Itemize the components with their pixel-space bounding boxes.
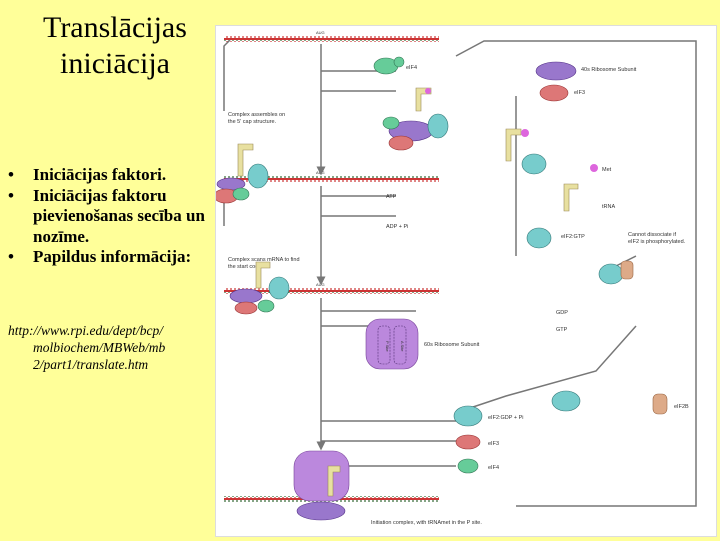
scan-label-1: Complex scans mRNA to find xyxy=(228,257,300,263)
met-icon xyxy=(590,164,598,172)
gdp-label: GDP xyxy=(556,310,568,316)
bullet-dot: • xyxy=(8,185,14,205)
released-eif3 xyxy=(455,434,481,450)
eif2-gtp-factor xyxy=(526,227,552,249)
cannot-label-1: Cannot dissociate if xyxy=(628,232,676,238)
released-eif2 xyxy=(453,390,581,427)
trna-met-complex xyxy=(505,128,547,175)
link-line-3[interactable]: 2/part1/translate.htm xyxy=(33,357,149,372)
bullet-dot: • xyxy=(8,165,14,184)
bullet-item: • Papildus informācija: xyxy=(8,247,208,268)
a-site-label: A Site xyxy=(400,341,405,352)
ribosome-40s xyxy=(535,61,577,81)
trna-icon xyxy=(563,183,579,212)
link-line-1[interactable]: http://www.rpi.edu/dept/bcp/ xyxy=(8,323,163,338)
translation-initiation-diagram: AUG AUG AUG AUG xyxy=(213,25,717,537)
bullet-item: • Iniciācijas faktoru pievienošanas secīb… xyxy=(8,186,208,248)
p-site-label: P Site xyxy=(385,341,390,352)
eif2-eif2b-pair xyxy=(598,260,634,285)
bullet-text: Iniciācijas faktori. xyxy=(33,165,167,184)
mrna-strand-1: AUG xyxy=(224,30,439,42)
ribo40-label: 40s Ribosome Subunit xyxy=(581,67,637,73)
scanning-complex xyxy=(229,261,290,315)
met-label: Met xyxy=(602,167,612,173)
ribosome-60s xyxy=(365,318,419,370)
gtp-label: GTP xyxy=(556,327,568,333)
assembled-complex-2 xyxy=(213,143,269,204)
bullet-list: • Iniciācijas faktori. • Iniciācijas fakto… xyxy=(8,165,208,268)
diagram-svg: AUG AUG AUG AUG xyxy=(213,30,697,526)
eif2gtp-label: eIF2:GTP xyxy=(561,234,585,240)
eif2b-factor xyxy=(652,393,668,415)
ribo60-label: 60s Ribosome Subunit xyxy=(424,342,480,348)
bullet-dot: • xyxy=(8,247,14,266)
source-link[interactable]: http://www.rpi.edu/dept/bcp/ molbiochem/… xyxy=(8,322,208,373)
complex-cap-label-2: the 5' cap structure. xyxy=(228,119,277,125)
aug-label: AUG xyxy=(316,282,325,287)
eif3-label: eIF3 xyxy=(574,90,585,96)
released-eif4 xyxy=(457,458,479,474)
eif4b-label: eIF4 xyxy=(488,465,499,471)
eif4-label: eIF4 xyxy=(406,65,417,71)
eif2b-label: eIF2B xyxy=(674,404,689,410)
adp-label: ADP + Pi xyxy=(386,224,408,230)
initiation-complex xyxy=(293,450,350,521)
scan-label-2: the start codon. xyxy=(228,264,266,270)
complex-cap-label-1: Complex assembles on xyxy=(228,112,285,118)
assembled-complex-1 xyxy=(382,87,449,151)
eif3-factor xyxy=(539,84,569,102)
aug-label: AUG xyxy=(316,30,325,35)
eif4-factor xyxy=(373,56,405,75)
title-line-1: Translācijas xyxy=(43,11,187,44)
bullet-item: • Iniciācijas faktori. xyxy=(8,165,208,186)
title-line-2: iniciācija xyxy=(60,47,170,80)
trna-label: tRNA xyxy=(602,204,615,210)
bullet-text: Papildus informācija: xyxy=(33,247,192,266)
init-complex-label: Initiation complex, with tRNAmet in the … xyxy=(371,520,482,526)
atp-label: ATP xyxy=(386,194,397,200)
eif2gdp-label: eIF2:GDP + Pi xyxy=(488,415,524,421)
cannot-label-2: eIF2 is phosphorylated. xyxy=(628,239,686,245)
bullet-text: Iniciācijas faktoru pievienošanas secība… xyxy=(33,185,205,246)
slide-title: Translācijas iniciācija xyxy=(20,10,210,82)
link-line-2[interactable]: molbiochem/MBWeb/mb xyxy=(33,340,166,355)
eif3b-label: eIF3 xyxy=(488,441,499,447)
